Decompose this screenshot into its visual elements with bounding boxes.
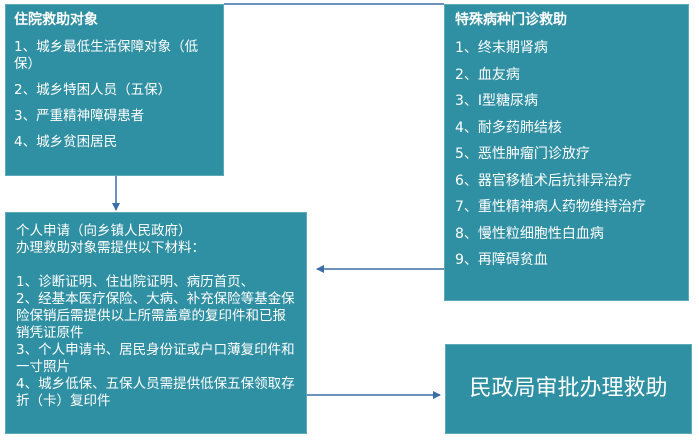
- special-item: 7、重性精神病人药物维持治疗: [455, 199, 646, 215]
- apply-item: 3、个人申请书、居民身份证或户口薄复印件和一寸照片: [16, 342, 295, 375]
- special-item: 1、终末期肾病: [455, 40, 548, 56]
- special-item: 5、恶性肿瘤门诊放疗: [455, 146, 590, 162]
- special-item: 8、慢性粒细胞性白血病: [455, 225, 604, 242]
- inpatient-aid-box: 住院救助对象 1、城乡最低生活保障对象（低保） 2、城乡特困人员（五保） 3、严…: [5, 4, 224, 176]
- application-materials-box: 个人申请（向乡镇人民政府） 办理救助对象需提供以下材料： 1、诊断证明、住出院证…: [5, 212, 307, 434]
- inpatient-item: 1、城乡最低生活保障对象（低保）: [14, 39, 199, 72]
- special-disease-box: 特殊病种门诊救助 1、终末期肾病 2、血友病 3、Ⅰ型糖尿病 4、耐多药肺结核 …: [444, 4, 689, 301]
- approval-box: 民政局审批办理救助: [445, 344, 692, 434]
- inpatient-item: 3、严重精神障碍患者: [14, 108, 145, 124]
- special-item: 4、耐多药肺结核: [455, 119, 562, 136]
- special-item: 2、血友病: [455, 66, 520, 83]
- apply-line-2: 办理救助对象需提供以下材料：: [16, 240, 205, 256]
- special-item: 6、器官移植术后抗排异治疗: [455, 172, 632, 189]
- special-item: 9、再障碍贫血: [455, 252, 548, 268]
- apply-spacer: [16, 257, 296, 274]
- inpatient-item: 2、城乡特困人员（五保）: [14, 82, 172, 98]
- approval-text: 民政局审批办理救助: [469, 376, 668, 401]
- inpatient-item: 4、城乡贫困居民: [14, 134, 118, 150]
- inpatient-title: 住院救助对象: [14, 12, 98, 28]
- special-title: 特殊病种门诊救助: [455, 12, 567, 28]
- apply-item: 2、经基本医疗保险、大病、补充保险等基金保险保销后需提供以上所需盖章的复印件和已…: [16, 291, 295, 341]
- special-item: 3、Ⅰ型糖尿病: [455, 93, 539, 109]
- apply-item: 4、城乡低保、五保人员需提供低保五保领取存折（卡）复印件: [16, 376, 295, 409]
- apply-line-1: 个人申请（向乡镇人民政府）: [16, 223, 192, 239]
- apply-item: 1、诊断证明、住出院证明、病历首页、: [16, 274, 255, 290]
